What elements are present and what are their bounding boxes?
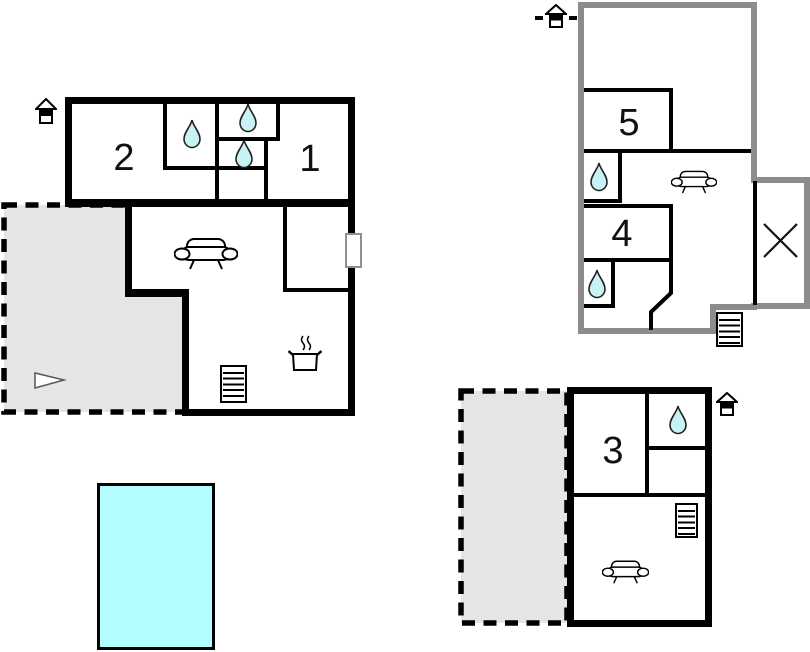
sofa-icon [174, 238, 238, 270]
b1-bath-bottom-wall [163, 166, 219, 170]
b2-room4-right-wall [669, 204, 673, 262]
pot-with-steam-icon [288, 335, 322, 371]
sofa-icon [602, 560, 649, 584]
b3-bath-bottom-wall [649, 446, 705, 450]
b1-wall-step-v2 [182, 289, 189, 416]
b1-room-right-left-wall [283, 206, 287, 292]
entrance-dash-right [569, 16, 577, 20]
b2-cross-room-right [804, 177, 810, 309]
triangle-marker-icon [34, 372, 67, 389]
room-label-3: 3 [602, 430, 624, 472]
b2-bath4-right-wall [611, 262, 615, 308]
b2-wall-left [578, 2, 584, 334]
b2-cross-room-left-wall [753, 181, 757, 305]
water-drop-icon [590, 162, 608, 192]
b1-wall-step-h [125, 289, 189, 297]
b3-wall-bottom [567, 620, 712, 627]
b2-cross-room-top [751, 177, 810, 183]
water-drop-icon [669, 405, 687, 435]
b1-wall-step-v1 [125, 199, 132, 296]
b2-wall-top [578, 2, 757, 8]
b1-room-right-bottom-wall [283, 288, 352, 292]
b1-bath-low-bottom-wall [215, 166, 268, 170]
entrance-house-icon [545, 4, 567, 28]
b2-bath5-right-wall [618, 153, 622, 203]
water-drop-icon [183, 119, 201, 149]
stairs-icon [716, 312, 743, 347]
b2-wall-notch-h [710, 304, 757, 310]
b2-bath5-bottom-wall [584, 199, 622, 203]
b2-room5-right-wall [669, 88, 673, 153]
entrance-house-icon [716, 392, 738, 416]
b2-cross-room-bottom [751, 303, 810, 309]
b2-wall-notch-v [710, 305, 716, 334]
b2-wall-bottom [578, 328, 716, 334]
b2-divider-wall [584, 149, 751, 153]
b1-wall-bottom [182, 409, 355, 416]
b1-wall-left [65, 97, 72, 206]
cross-area-icon [763, 223, 798, 258]
water-drop-icon [588, 269, 606, 299]
b1-bath-left-wall [163, 104, 167, 170]
b1-door-opening [345, 233, 362, 268]
b3-wall-top [567, 387, 712, 394]
b3-wall-right [705, 387, 712, 627]
room-label-1: 1 [299, 138, 321, 180]
water-drop-icon [235, 139, 253, 169]
b1-corridor-left-wall [215, 104, 219, 199]
entrance-house-icon [35, 98, 57, 124]
b2-bath4-bottom-wall [584, 304, 615, 308]
b1-bath-mid-right-wall [276, 104, 280, 141]
terrace-3 [458, 388, 570, 626]
b2-room4-bottom-wall [584, 258, 673, 262]
b1-bath-mid-bottom-wall [215, 137, 280, 141]
room-label-2: 2 [113, 137, 135, 179]
b2-room4-top-wall [584, 204, 673, 208]
b2-wall-right [751, 2, 757, 181]
sofa-icon [671, 170, 717, 194]
room-label-4: 4 [611, 213, 633, 255]
room-label-5: 5 [618, 102, 640, 144]
water-drop-icon [239, 103, 257, 133]
stairs-icon [220, 365, 247, 403]
stairs-icon [675, 503, 698, 538]
b2-angled-wall [649, 262, 673, 330]
terrace-1 [1, 202, 189, 415]
swimming-pool [97, 483, 215, 650]
b2-room5-top-wall [584, 88, 673, 92]
b3-wall-left [567, 387, 574, 627]
b1-wall-mid [65, 199, 355, 207]
b3-divider-wall [574, 493, 705, 497]
b3-room3-right-wall [645, 394, 649, 497]
entrance-dash-left [535, 16, 543, 20]
b1-wall-top [65, 97, 355, 104]
